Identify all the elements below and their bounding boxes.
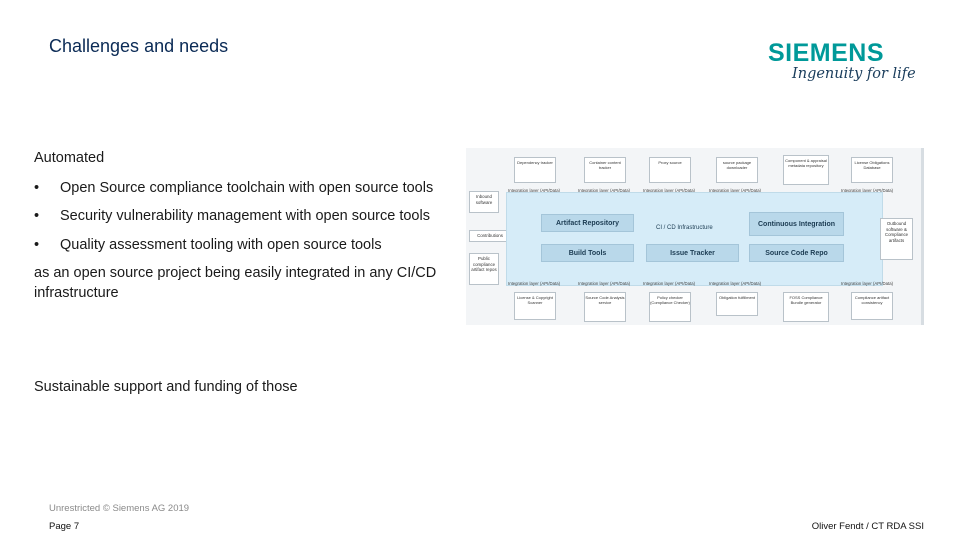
toolchain-diagram: Dependency tracker Container content tra… (466, 148, 924, 325)
integration-text: as an open source project being easily i… (34, 265, 437, 301)
diagram-bottom-box: License & Copyright Scanner (514, 292, 556, 320)
issue-tracker-box: Issue Tracker (646, 244, 739, 262)
integration-layer-label: Integration layer (API/Data) (841, 281, 894, 286)
body-text: Automated • Open Source compliance toolch… (34, 149, 454, 303)
integration-layer-label: Integration layer (API/Data) (643, 188, 696, 193)
diagram-top-box: Component & appraisal metadata repositor… (783, 155, 829, 185)
continuous-integration-box: Continuous Integration (749, 212, 844, 236)
siemens-logo: SIEMENS Ingenuity for life (768, 40, 918, 82)
bullet-item: • Quality assessment tooling with open so… (34, 236, 454, 256)
bullet-item: • Security vulnerability management with … (34, 207, 454, 227)
diagram-top-box: Proxy source (649, 157, 691, 183)
diagram-bottom-box: Policy checker (Compliance Checker) (649, 292, 691, 322)
ci-cd-label: CI / CD Infrastructure (656, 225, 713, 231)
diagram-left-box: Public compliance artifact repos (469, 253, 499, 285)
diagram-top-box: Container content tracker (584, 157, 626, 183)
intro-text: Automated (34, 150, 105, 166)
diagram-top-box: source package downloader (716, 157, 758, 183)
diagram-bottom-box: Compliance artifact consistency (851, 292, 893, 320)
diagram-bottom-box: Obligation fulfillment (716, 292, 758, 316)
logo-tagline: Ingenuity for life (792, 66, 916, 82)
diagram-top-box: License Obligations Database (851, 157, 893, 183)
bullet-text: Open Source compliance toolchain with op… (60, 179, 434, 196)
bullet-marker: • (34, 208, 40, 224)
integration-layer-label: Integration layer (API/Data) (709, 281, 762, 286)
sustain-text: Sustainable support and funding of those (34, 379, 298, 395)
diagram-top-box: Dependency tracker (514, 157, 556, 183)
diagram-bottom-box: FOSS Compliance Bundle generator (783, 292, 829, 322)
artifact-repository-box: Artifact Repository (541, 214, 634, 232)
integration-layer-label: Integration layer (API/Data) (841, 188, 894, 193)
bullet-text: Quality assessment tooling with open sou… (60, 236, 382, 253)
bullet-list: • Open Source compliance toolchain with o… (34, 179, 454, 256)
diagram-bottom-box: Source Code Analysis service (584, 292, 626, 322)
page-number: Page 7 (49, 521, 80, 532)
integration-layer-label: Integration layer (API/Data) (578, 188, 631, 193)
integration-layer-label: Integration layer (API/Data) (643, 281, 696, 286)
integration-layer-label: Integration layer (API/Data) (508, 188, 561, 193)
bullet-marker: • (34, 179, 40, 196)
logo-wordmark: SIEMENS (768, 39, 885, 67)
integration-layer-label: Integration layer (API/Data) (709, 188, 762, 193)
author-footer: Oliver Fendt / CT RDA SSI (811, 521, 924, 532)
bullet-marker: • (34, 236, 40, 253)
bullet-item: • Open Source compliance toolchain with o… (34, 179, 454, 199)
ci-cd-band (506, 192, 883, 286)
diagram-right-box: Outbound software & Compliance artifacts (880, 218, 913, 260)
diagram-left-box: Contributions (469, 230, 511, 242)
bullet-text: Security vulnerability management with o… (60, 208, 430, 224)
build-tools-box: Build Tools (541, 244, 634, 262)
diagram-left-box: Inbound software (469, 191, 499, 213)
source-code-repo-box: Source Code Repo (749, 244, 844, 262)
integration-layer-label: Integration layer (API/Data) (508, 281, 561, 286)
footer-copyright: Unrestricted © Siemens AG 2019 (49, 503, 190, 514)
integration-layer-label: Integration layer (API/Data) (578, 281, 631, 286)
slide-title: Challenges and needs (49, 36, 229, 56)
